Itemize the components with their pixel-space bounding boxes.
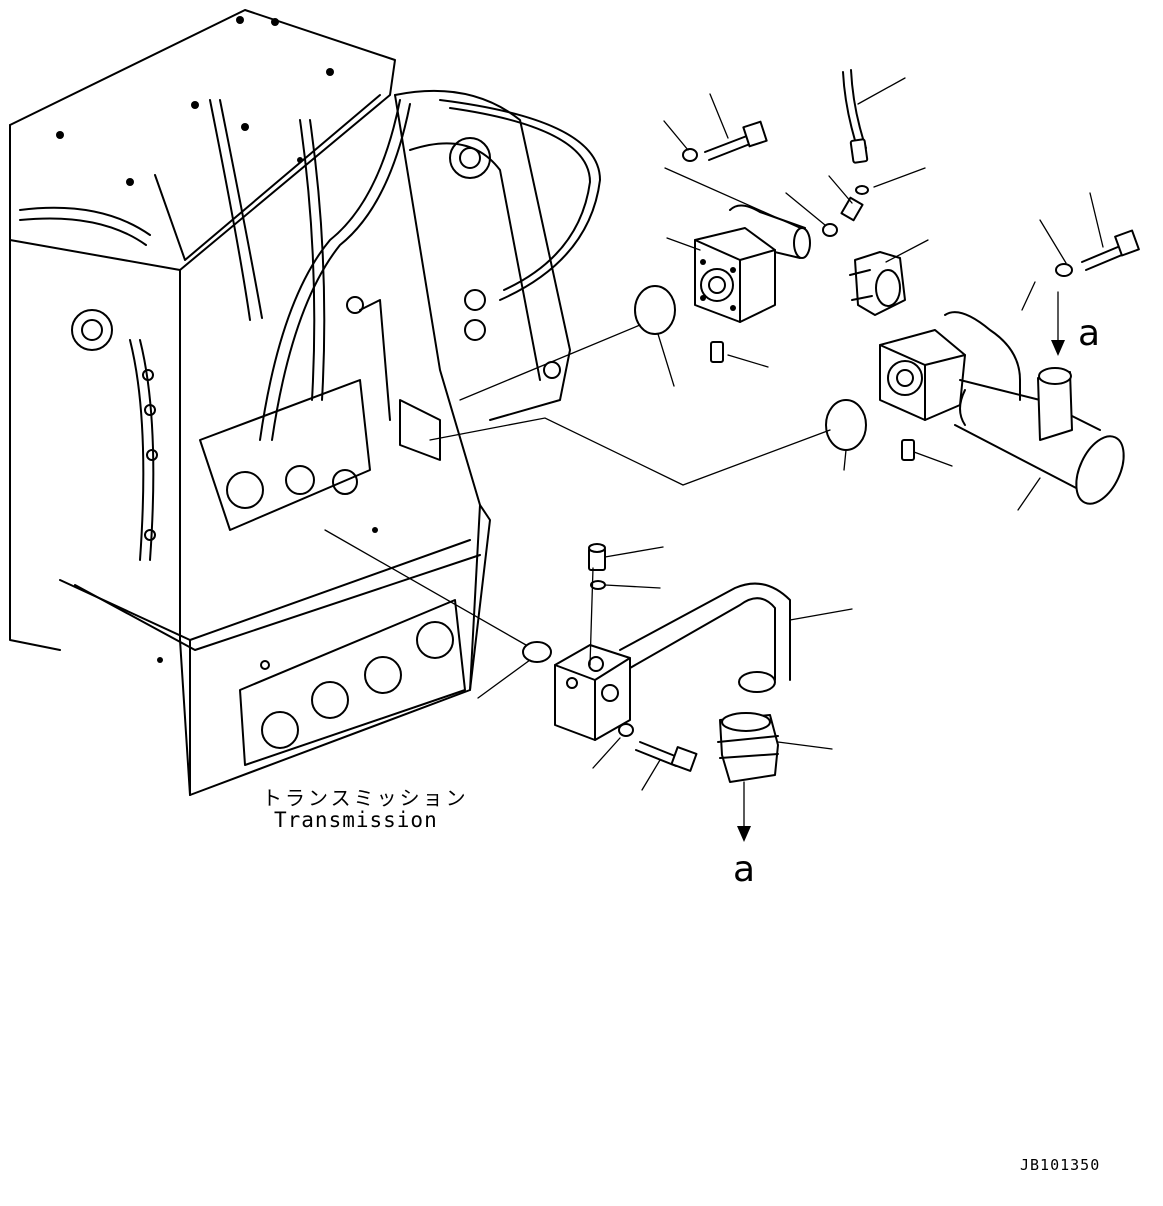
ref-a-upper: a xyxy=(1078,313,1101,354)
oring-middle xyxy=(825,399,867,451)
transmission-assembly xyxy=(9,9,601,796)
arrow-to-ref-a-upper xyxy=(1051,291,1065,356)
right-pipe xyxy=(944,311,1125,505)
lower-pipe xyxy=(619,582,791,693)
right-washer xyxy=(1055,263,1073,277)
leader-lines xyxy=(324,77,1104,791)
transmission-label-en: Transmission xyxy=(274,808,438,832)
grease-nipple-right xyxy=(901,439,915,461)
upper-bolt xyxy=(704,120,768,161)
transmission-label-jp: トランスミッション xyxy=(262,786,469,810)
upper-washer xyxy=(682,148,698,162)
cover-bolts xyxy=(56,16,334,186)
left-flange-block xyxy=(694,227,776,323)
drawing-code: JB101350 xyxy=(1020,1156,1101,1174)
housing-fittings xyxy=(142,289,561,663)
lower-bolt xyxy=(635,741,698,772)
lower-flange-block xyxy=(554,644,631,741)
upper-nipple xyxy=(840,196,864,222)
upper-seal xyxy=(855,185,869,195)
lower-coupling xyxy=(717,712,779,783)
oring-lower xyxy=(522,641,552,663)
right-flange-block xyxy=(879,329,966,421)
oring-left xyxy=(634,285,676,335)
upper-oring-small xyxy=(822,223,838,237)
upper-coupling xyxy=(849,251,906,316)
right-bolt xyxy=(1081,229,1140,271)
lower-plug xyxy=(588,543,606,571)
arrow-to-ref-a-lower xyxy=(737,781,751,842)
upper-hose xyxy=(842,69,869,164)
ref-a-lower: a xyxy=(733,849,756,890)
grease-nipple-left xyxy=(710,341,724,363)
lower-washer xyxy=(618,723,634,737)
